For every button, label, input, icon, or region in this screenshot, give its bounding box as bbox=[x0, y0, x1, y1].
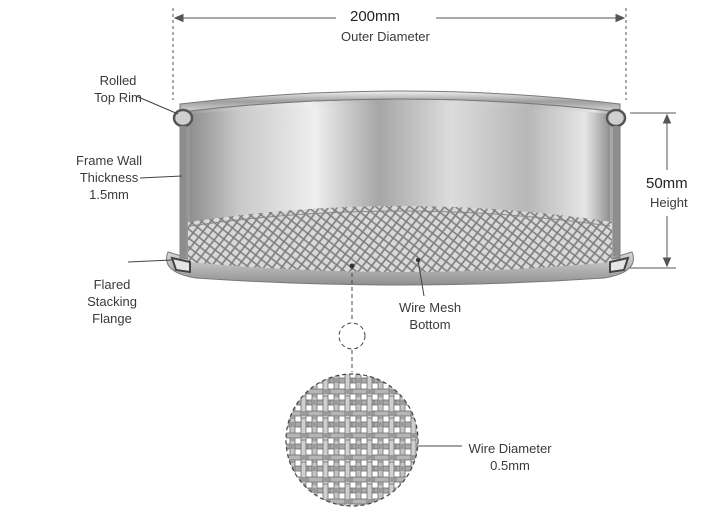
rolled-top-rim-label: Rolled Top Rim bbox=[94, 73, 142, 105]
flange-section-left bbox=[170, 256, 191, 274]
height-dimension-line bbox=[630, 112, 676, 269]
flange-section-right bbox=[609, 256, 630, 274]
leader-frame-wall bbox=[139, 175, 183, 179]
wire-mesh-label: Wire Mesh Bottom bbox=[398, 300, 462, 332]
leader-rolled-rim bbox=[135, 95, 179, 115]
frame-wall-label: Frame Wall Thickness 1.5mm bbox=[76, 153, 142, 202]
leader-flange bbox=[127, 259, 173, 263]
diameter-label: Outer Diameter bbox=[341, 29, 430, 44]
mesh-detail-view bbox=[285, 373, 419, 507]
detail-reference-circle bbox=[338, 322, 366, 350]
rolled-top-rim bbox=[179, 90, 621, 113]
leader-dot-mesh bbox=[416, 258, 420, 262]
rim-section-left bbox=[172, 108, 194, 128]
inner-wall bbox=[190, 104, 610, 226]
leader-wire-mesh bbox=[417, 259, 425, 297]
diameter-dimension-line bbox=[172, 8, 627, 100]
diameter-value: 200mm bbox=[350, 8, 401, 25]
height-value: 50mm bbox=[646, 175, 688, 192]
rim-section-right bbox=[605, 108, 627, 128]
wire-diameter-label: Wire Diameter 0.5mm bbox=[468, 441, 552, 473]
leader-dot bbox=[349, 263, 355, 269]
wire-mesh-bottom bbox=[188, 206, 612, 272]
flange-label: Flared Stacking Flange bbox=[87, 277, 137, 326]
height-label: Height bbox=[650, 195, 688, 210]
